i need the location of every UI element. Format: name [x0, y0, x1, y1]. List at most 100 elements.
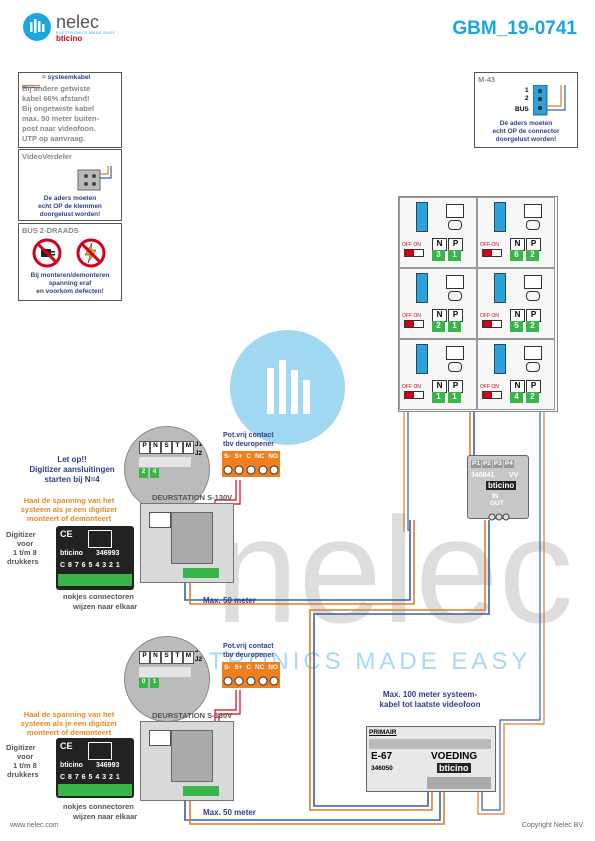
station1-contact-2: tbv deuropener [223, 441, 274, 448]
term-s-minus: S- [223, 453, 231, 460]
psu-primair: PRIMAIR [369, 729, 397, 736]
station1-digitizer: CE bticino 346993 C 8 7 6 5 4 3 2 1 [56, 526, 134, 590]
p-value: 2 [526, 250, 539, 261]
station1-jumper-p-value: 2 [139, 468, 148, 478]
videophone-connector-icon [416, 273, 428, 303]
dip-label: OFF ON [480, 242, 499, 248]
station2-body [140, 721, 234, 801]
station1-dig-label-3: 1 t/m 8 [13, 548, 37, 557]
dip-switch-icon [404, 249, 424, 257]
station1-orange-2: systeem als je een digitizer [20, 505, 118, 514]
no-power-icon [75, 237, 107, 274]
videophone-connector-icon [416, 202, 428, 232]
station1-orange-3: monteert of demonteert [26, 514, 112, 523]
jumper2-label-s: S [161, 651, 172, 664]
videophone-connector-icon [416, 344, 428, 374]
dip-label: OFF ON [402, 313, 421, 319]
station1-body [140, 503, 234, 583]
dip-label: OFF ON [480, 384, 499, 390]
station1-dig-label-4: drukkers [7, 557, 39, 566]
bus-text-3: en voorkom defecten! [36, 288, 104, 295]
videophone-key-icon [526, 362, 540, 372]
station2-dig-model: 346993 [96, 762, 120, 769]
nelec-logo-icon [23, 13, 51, 41]
term2-s-plus: S+ [234, 664, 243, 671]
videophone-connector-icon [494, 202, 506, 232]
dip-switch-icon [404, 320, 424, 328]
port-p3: P3 [492, 460, 503, 468]
cable-line-4: max. 50 meter buiten- [22, 114, 100, 123]
m43-note: M-43 1 2 BUS De aders moeten echt OP de … [474, 72, 578, 148]
videophone-screen-icon [524, 204, 542, 218]
verdeler-device-icon [74, 166, 114, 197]
station2-jumper-p-value: 0 [139, 678, 148, 688]
watermark-text: nelec [215, 486, 574, 654]
term2-no: NO [268, 664, 278, 671]
terminal2-screws-icon [223, 676, 279, 686]
dip-switch-icon [482, 391, 502, 399]
verdeler-title: VideoVerdeler [22, 152, 72, 161]
station2-dig-label-4: drukkers [7, 770, 39, 779]
term2-nc: NC [254, 664, 265, 671]
dip-label: OFF ON [402, 242, 421, 248]
m43-pin-bus: BUS [515, 106, 529, 113]
station1-dig-model: 346993 [96, 550, 120, 557]
jumper-label-n: N [150, 441, 161, 454]
m43-text-1: De aders moeten [499, 120, 553, 127]
term-c: C [246, 453, 252, 460]
term2-c: C [246, 664, 252, 671]
station1-dig-label-1: Digitizer [6, 530, 36, 539]
watermark-bars-icon [262, 360, 317, 425]
station1-warning-1: Digitizer aansluitingen [29, 465, 115, 474]
psu-brand: bticino [437, 763, 471, 773]
n-value: 6 [510, 250, 523, 261]
videophone-screen-icon [446, 204, 464, 218]
station1-contact-terminal: S- S+ C NC NO [222, 451, 280, 477]
dip-switch-icon [482, 249, 502, 257]
m43-connector-icon [532, 84, 573, 122]
station2-dig-label-2: voor [17, 752, 34, 761]
videophone-key-icon [448, 220, 462, 230]
n-label: N [510, 309, 525, 322]
doc-number: GBM_19-0741 [452, 18, 577, 39]
brand-sub: bticino [56, 34, 83, 43]
bus-text-2: spanning eraf [48, 280, 92, 287]
port-p1: P1 [471, 460, 481, 468]
videophone-screen-icon [446, 275, 464, 289]
station1-warning-2: starten bij N=4 [44, 475, 100, 484]
station1-warning-title: Let op!! [57, 455, 87, 464]
system-note-2: kabel tot laatste videofoon [379, 700, 481, 709]
jumper2-label-n: N [150, 651, 161, 664]
station2-dig-brand: bticino [60, 762, 83, 769]
m43-title: M-43 [478, 75, 496, 84]
jumper2-label-j1: J1 [194, 647, 203, 654]
station1-dig-label-2: voor [17, 539, 34, 548]
logo: nelec ELECTRONICS MADE EASY bticino [22, 12, 122, 43]
n-value: 3 [432, 250, 445, 261]
station2-name: DEURSTATION S-130V [152, 711, 233, 720]
station2-jumper-n-value: 1 [150, 678, 159, 688]
videophone-screen-icon [446, 346, 464, 360]
footer-website[interactable]: www.nelec.com [10, 822, 59, 829]
station1-jumper-magnifier: P N S T M J1 J2 2 4 [124, 426, 210, 512]
videophone-screen-icon [524, 346, 542, 360]
station2-dig-label-1: Digitizer [6, 743, 36, 752]
jumper2-label-p: P [139, 651, 150, 664]
term-nc: NC [254, 453, 265, 460]
videophone-screen-icon [524, 275, 542, 289]
watermark-circle [230, 330, 345, 445]
footer-copyright: Copyright Nelec BV [521, 822, 583, 829]
videophone-cell: OFF ON N P 2 1 [399, 268, 477, 339]
distributor-model: 346841 [471, 472, 495, 479]
psu-voeding: VOEDING [431, 751, 478, 762]
verdeler-note: VideoVerdeler De aders moeten echt OP de… [18, 149, 122, 221]
bus-note: BUS 2-DRAADS Bij monteren/demonteren spa… [18, 223, 122, 301]
station1-note-1: nokjes connectoren [63, 592, 134, 601]
videophone-cell: OFF ON N P 6 2 [477, 197, 555, 268]
dip-switch-icon [404, 391, 424, 399]
p-value: 1 [448, 392, 461, 403]
station1-distance: Max. 50 meter [203, 596, 256, 605]
station1-dig-brand: bticino [60, 550, 83, 557]
jumper-label-p: P [139, 441, 150, 454]
station2-contact-terminal: S- S+ C NC NO [222, 662, 280, 688]
